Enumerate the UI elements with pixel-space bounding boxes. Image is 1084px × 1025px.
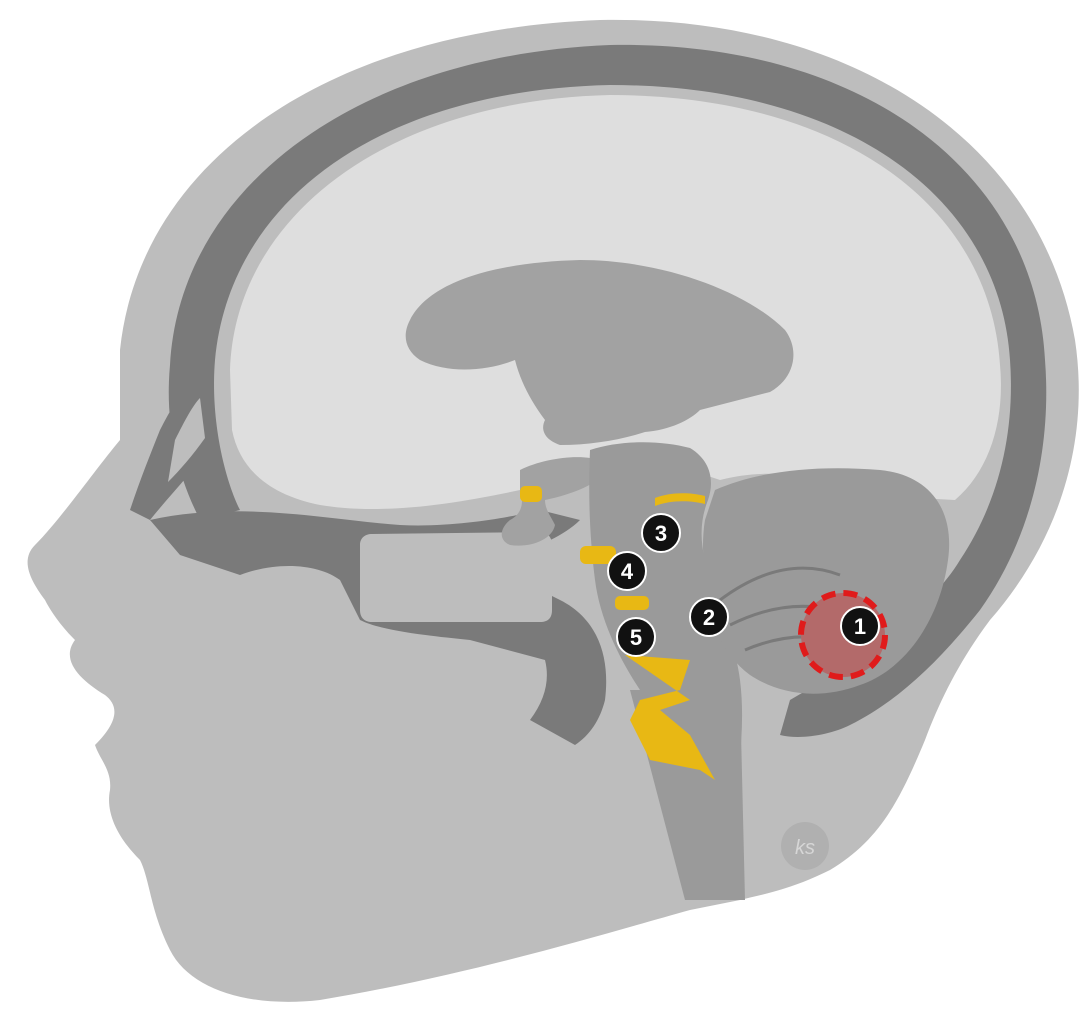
marker-5: 5 (617, 618, 655, 656)
nasal-cavity (360, 532, 552, 622)
marker-4-label: 4 (621, 559, 634, 584)
watermark-text: ks (795, 837, 815, 859)
marker-5-label: 5 (630, 625, 642, 650)
marker-3: 3 (642, 514, 680, 552)
marker-4: 4 (608, 552, 646, 590)
watermark: ks (781, 822, 829, 870)
nerve-facial (615, 596, 649, 610)
marker-2: 2 (690, 598, 728, 636)
marker-2-label: 2 (703, 605, 715, 630)
marker-1-label: 1 (854, 614, 866, 639)
marker-3-label: 3 (655, 521, 667, 546)
nerve-olfactory (520, 486, 542, 502)
marker-1: 1 (841, 607, 879, 645)
